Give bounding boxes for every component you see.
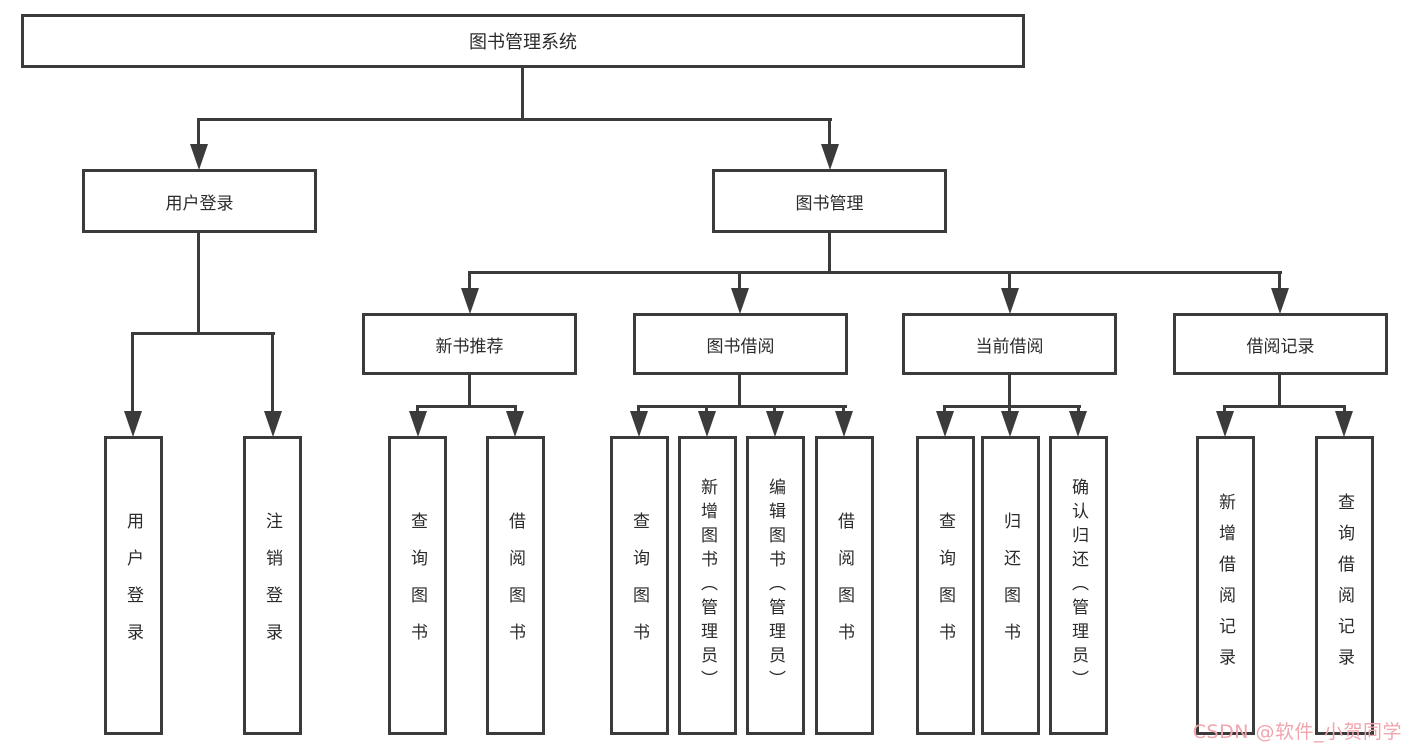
node-leaf-borrow-books-2: 借阅图书 (815, 436, 874, 735)
node-leaf-query-books-2: 查询图书 (610, 436, 669, 735)
node-leaf-add-borrow-record: 新增借阅记录 (1196, 436, 1255, 735)
arrow-down-icon (124, 411, 142, 437)
node-new-book-recommend: 新书推荐 (362, 313, 577, 375)
node-leaf-borrow-books-1: 借阅图书 (486, 436, 545, 735)
arrow-down-icon (409, 411, 427, 437)
connector-root-stem (521, 68, 524, 120)
arrow-down-icon (1335, 411, 1353, 437)
connector-leaf-drop (705, 405, 708, 415)
connector-leaf-drop (1077, 405, 1080, 415)
connector-book-mgmt-split (468, 271, 1282, 274)
connector-leaf-drop (943, 405, 946, 415)
arrow-down-icon (835, 411, 853, 437)
node-leaf-return-books: 归还图书 (981, 436, 1040, 735)
arrow-down-icon (766, 411, 784, 437)
node-leaf-query-books-1: 查询图书 (388, 436, 447, 735)
node-leaf-add-books-admin: 新增图书（管理员） (678, 436, 737, 735)
connector-user-login-drop (197, 118, 200, 148)
arrow-down-icon (506, 411, 524, 437)
arrow-down-icon (461, 288, 479, 314)
connector-leaf-drop (1343, 405, 1346, 415)
node-leaf-query-books-3: 查询图书 (916, 436, 975, 735)
arrow-down-icon (698, 411, 716, 437)
connector-leaf-drop (271, 332, 274, 412)
connector-leaf-drop (514, 405, 517, 415)
connector-leaf-drop (131, 332, 134, 412)
connector-leaf-drop (1223, 405, 1226, 415)
arrow-down-icon (1001, 288, 1019, 314)
connector-root-split (197, 118, 832, 121)
connector-group-split (637, 405, 847, 408)
connector-book-mgmt-drop (828, 118, 831, 148)
arrow-down-icon (731, 288, 749, 314)
node-book-borrowing: 图书借阅 (633, 313, 848, 375)
node-current-borrowing: 当前借阅 (902, 313, 1117, 375)
node-leaf-edit-books-admin: 编辑图书（管理员） (746, 436, 805, 735)
connector-group-split (943, 405, 1081, 408)
arrow-down-icon (264, 411, 282, 437)
connector-group-stem (1008, 375, 1011, 408)
arrow-down-icon (1271, 288, 1289, 314)
connector-leaf-drop (773, 405, 776, 415)
connector-leaf-drop (416, 405, 419, 415)
arrow-down-icon (821, 144, 839, 170)
arrow-down-icon (936, 411, 954, 437)
arrow-down-icon (630, 411, 648, 437)
node-leaf-confirm-return-admin: 确认归还（管理员） (1049, 436, 1108, 735)
connector-lvl3-drop (1008, 271, 1011, 289)
connector-leaf-drop (842, 405, 845, 415)
connector-book-mgmt-stem (828, 233, 831, 274)
connector-lvl3-drop (738, 271, 741, 289)
node-borrowing-records: 借阅记录 (1173, 313, 1388, 375)
node-user-login: 用户登录 (82, 169, 317, 233)
arrow-down-icon (1001, 411, 1019, 437)
connector-group-stem (738, 375, 741, 408)
connector-leaf-drop (1008, 405, 1011, 415)
connector-user-login-stem (197, 233, 200, 334)
node-leaf-logout: 注销登录 (243, 436, 302, 735)
arrow-down-icon (1069, 411, 1087, 437)
arrow-down-icon (190, 144, 208, 170)
connector-lvl3-drop (1278, 271, 1281, 289)
connector-group-stem (468, 375, 471, 408)
node-book-management: 图书管理 (712, 169, 947, 233)
node-leaf-query-borrow-record: 查询借阅记录 (1315, 436, 1374, 735)
arrow-down-icon (1216, 411, 1234, 437)
connector-user-login-split (131, 332, 275, 335)
connector-group-split (1223, 405, 1346, 408)
connector-group-stem (1278, 375, 1281, 408)
watermark: CSDN @软件_小贺同学 (1192, 721, 1402, 743)
connector-lvl3-drop (468, 271, 471, 289)
node-library-system: 图书管理系统 (21, 14, 1025, 68)
connector-leaf-drop (637, 405, 640, 415)
connector-group-split (416, 405, 517, 408)
node-leaf-user-login: 用户登录 (104, 436, 163, 735)
